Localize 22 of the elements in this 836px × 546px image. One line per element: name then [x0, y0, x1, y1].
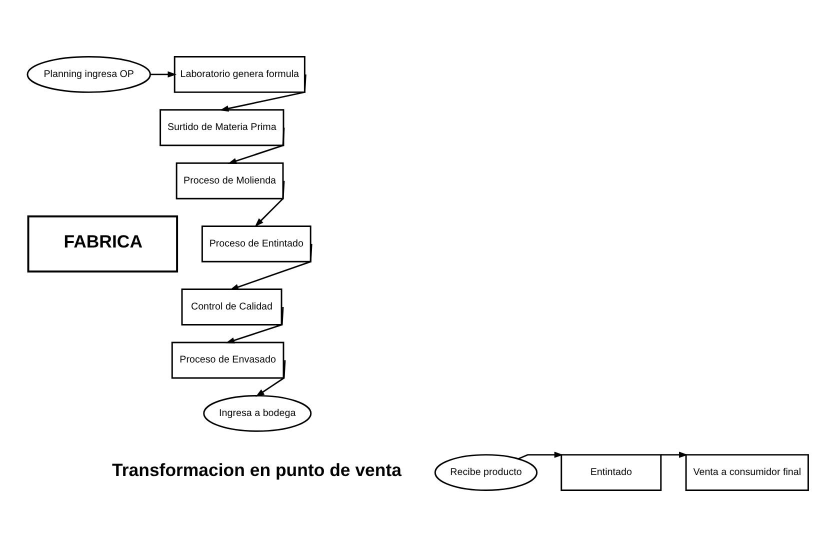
node-box: FABRICA [27, 214, 178, 272]
node-box: Proceso de Molienda [176, 162, 284, 199]
arrow [220, 74, 306, 112]
arrow [230, 243, 312, 290]
arrow [256, 360, 286, 396]
node-ellipse: Recibe producto [434, 454, 538, 491]
arrow [150, 70, 177, 78]
node-box: Surtido de Materia Prima [160, 108, 284, 146]
node-box: Proceso de Envasado [171, 341, 284, 378]
arrow [228, 127, 285, 164]
arrow [226, 306, 284, 343]
node-box: Entintado [560, 454, 662, 491]
arrow [518, 451, 564, 459]
node-box: Control de Calidad [181, 288, 282, 325]
node-box: Laboratorio genera formula [174, 55, 306, 92]
arrow [254, 180, 285, 226]
node-ellipse: Ingresa a bodega [203, 394, 312, 432]
node-ellipse: Planning ingresa OP [26, 55, 151, 92]
node-box: Venta a consumidor final [685, 454, 809, 491]
node-text: Transformacion en punto de venta [112, 459, 402, 480]
arrow [660, 451, 688, 458]
node-box: Proceso de Entintado [201, 224, 312, 262]
